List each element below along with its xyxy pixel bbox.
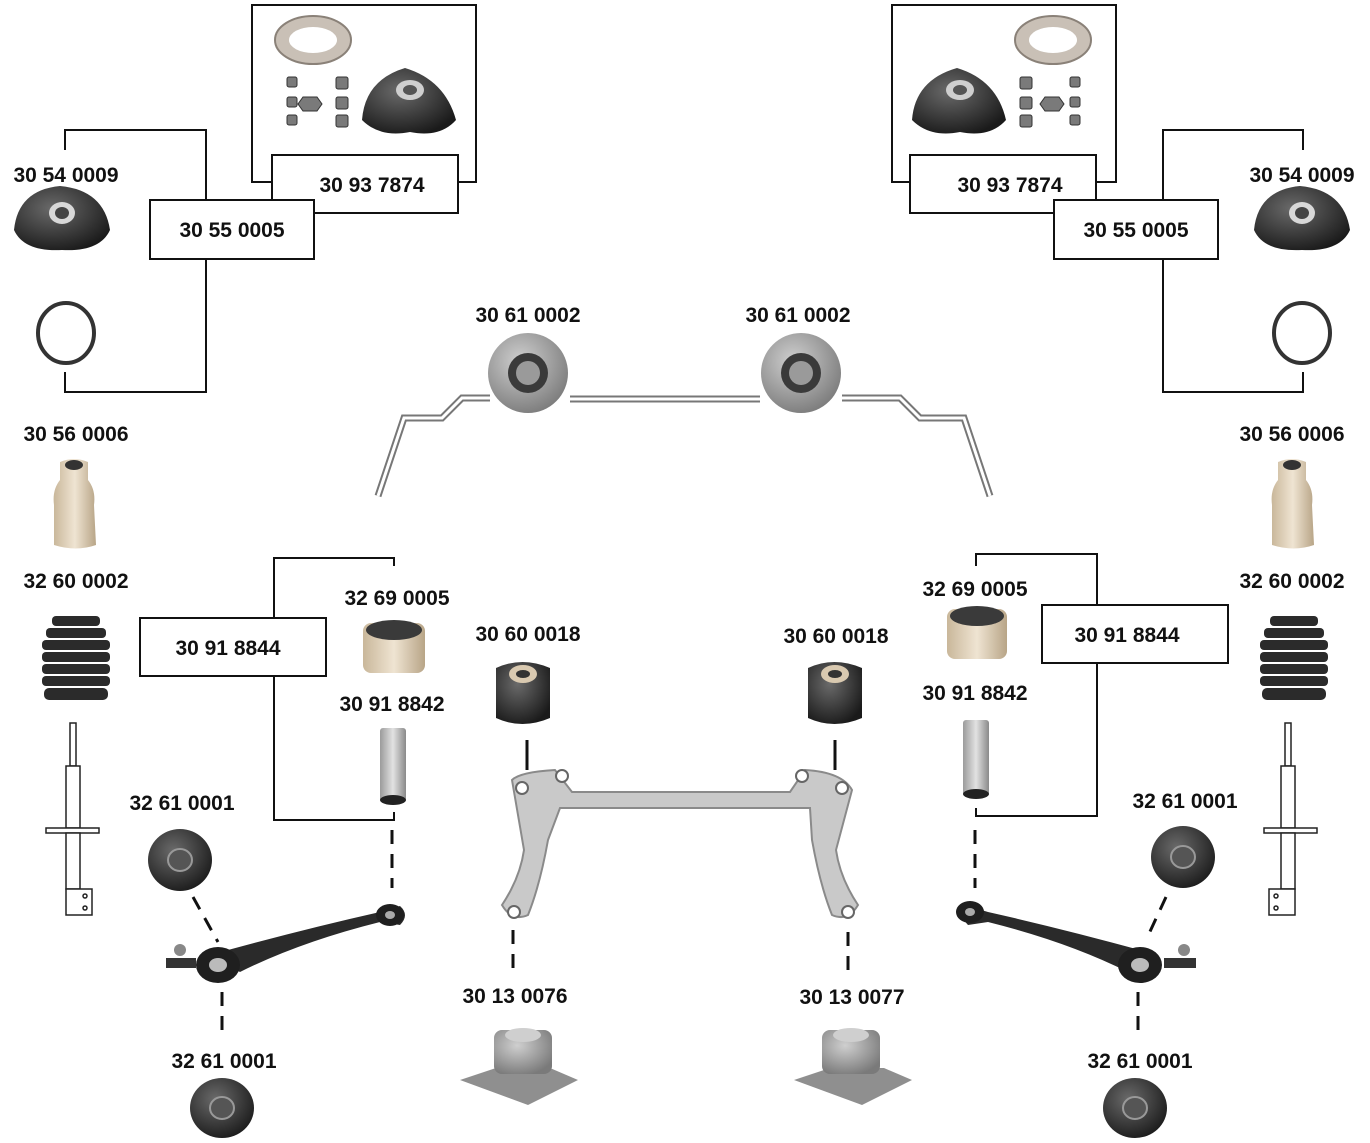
arm-bushing-label: 32 69 0005 <box>344 587 449 610</box>
mount-kit-label: 30 55 0005 <box>179 219 284 242</box>
bushing-upper-label: 32 61 0001 <box>129 792 234 815</box>
bushing-lower-image <box>1103 1078 1167 1138</box>
stabilizer-bush-right-label: 30 61 0002 <box>745 304 850 327</box>
top-kit-right: 30 93 7874 <box>891 4 1117 214</box>
bushing-lower-label: 32 61 0001 <box>1087 1050 1192 1073</box>
arm-kit-label: 30 91 8844 <box>175 637 280 660</box>
arm-kit-left: 30 91 8844 32 69 0005 30 91 8842 32 61 0… <box>129 557 450 1138</box>
bushing-lower-label: 32 61 0001 <box>171 1050 276 1073</box>
subframe-mount-left-label: 30 60 0018 <box>475 623 580 646</box>
nuts-group <box>286 76 349 128</box>
control-arm-left <box>166 904 405 983</box>
strut-ring-image <box>1272 301 1332 365</box>
shock-absorber-left <box>45 722 100 916</box>
nuts-group <box>1019 76 1081 128</box>
strut-column-right: 30 56 0006 32 60 0002 <box>1239 423 1345 916</box>
spring-seat-hole <box>289 27 337 53</box>
subframe-mount-right-label: 30 60 0018 <box>783 625 888 648</box>
bushing-upper-image <box>1151 826 1215 888</box>
subframe-mount-left-image <box>496 662 550 724</box>
sleeve-image <box>380 728 406 805</box>
rear-mount-left-image <box>460 1028 578 1105</box>
rear-mount-left-label: 30 13 0076 <box>462 985 567 1008</box>
rear-mount-right-image <box>794 1028 912 1105</box>
dust-boot-image <box>42 616 110 700</box>
mount-label: 30 54 0009 <box>13 164 118 187</box>
bracket-line <box>64 129 207 393</box>
mount-kit-left: 30 54 0009 30 55 0005 <box>13 129 315 393</box>
shock-absorber-right <box>1263 722 1318 916</box>
stabilizer-bush-right <box>761 333 841 413</box>
subframe-body <box>500 768 860 918</box>
arm-kit-right: 30 91 8844 32 69 0005 30 91 8842 32 61 0… <box>922 553 1238 1138</box>
mount-kit-box <box>1053 199 1219 260</box>
arm-bushing-image <box>947 606 1007 659</box>
arm-bushing-image <box>363 620 425 673</box>
bump-stop-image <box>1271 459 1314 549</box>
mount-label: 30 54 0009 <box>1249 164 1354 187</box>
kit-number-label: 30 93 7874 <box>957 174 1062 197</box>
bracket-line <box>273 557 395 821</box>
control-arm-right <box>956 901 1196 983</box>
dust-boot-image <box>1260 616 1328 700</box>
stabilizer-bush-left-label: 30 61 0002 <box>475 304 580 327</box>
arm-kit-box <box>1041 604 1229 664</box>
strut-mount-image <box>1254 186 1350 251</box>
leader-dashed <box>1145 896 1168 939</box>
mount-kit-box <box>149 199 315 260</box>
bracket-line <box>1162 129 1304 393</box>
arm-kit-label: 30 91 8844 <box>1074 624 1179 647</box>
arm-bushing-label: 32 69 0005 <box>922 578 1027 601</box>
top-mount-image <box>362 68 456 134</box>
dust-boot-label: 32 60 0002 <box>1239 570 1344 593</box>
top-kit-left: 30 93 7874 <box>251 4 477 214</box>
subframe: 30 60 0018 30 60 0018 30 13 0076 30 13 0 <box>460 623 912 1105</box>
top-mount-image <box>912 68 1006 134</box>
bushing-lower-image <box>190 1078 254 1138</box>
sleeve-label: 30 91 8842 <box>339 693 444 716</box>
strut-mount-image <box>14 186 110 251</box>
strut-column-left: 30 56 0006 32 60 0002 <box>23 423 129 916</box>
arm-kit-box <box>139 617 327 677</box>
rear-mount-right-label: 30 13 0077 <box>799 986 904 1009</box>
kit-number-label: 30 93 7874 <box>319 174 424 197</box>
strut-ring-image <box>36 301 96 365</box>
stabilizer-bar: 30 61 0002 30 61 0002 <box>374 304 994 498</box>
bushing-upper-image <box>148 829 212 891</box>
bump-stop-image <box>53 459 96 549</box>
bump-stop-label: 30 56 0006 <box>23 423 128 446</box>
bushing-upper-label: 32 61 0001 <box>1132 790 1237 813</box>
bracket-line <box>975 553 1098 817</box>
sleeve-label: 30 91 8842 <box>922 682 1027 705</box>
mount-kit-right: 30 54 0009 30 55 0005 <box>1053 129 1355 393</box>
dust-boot-label: 32 60 0002 <box>23 570 128 593</box>
bump-stop-label: 30 56 0006 <box>1239 423 1344 446</box>
spring-seat-hole <box>1029 27 1077 53</box>
leader-dashed <box>191 896 220 943</box>
stabilizer-bush-left <box>488 333 568 413</box>
subframe-mount-right-image <box>808 662 862 724</box>
mount-kit-label: 30 55 0005 <box>1083 219 1188 242</box>
sleeve-image <box>963 720 989 799</box>
